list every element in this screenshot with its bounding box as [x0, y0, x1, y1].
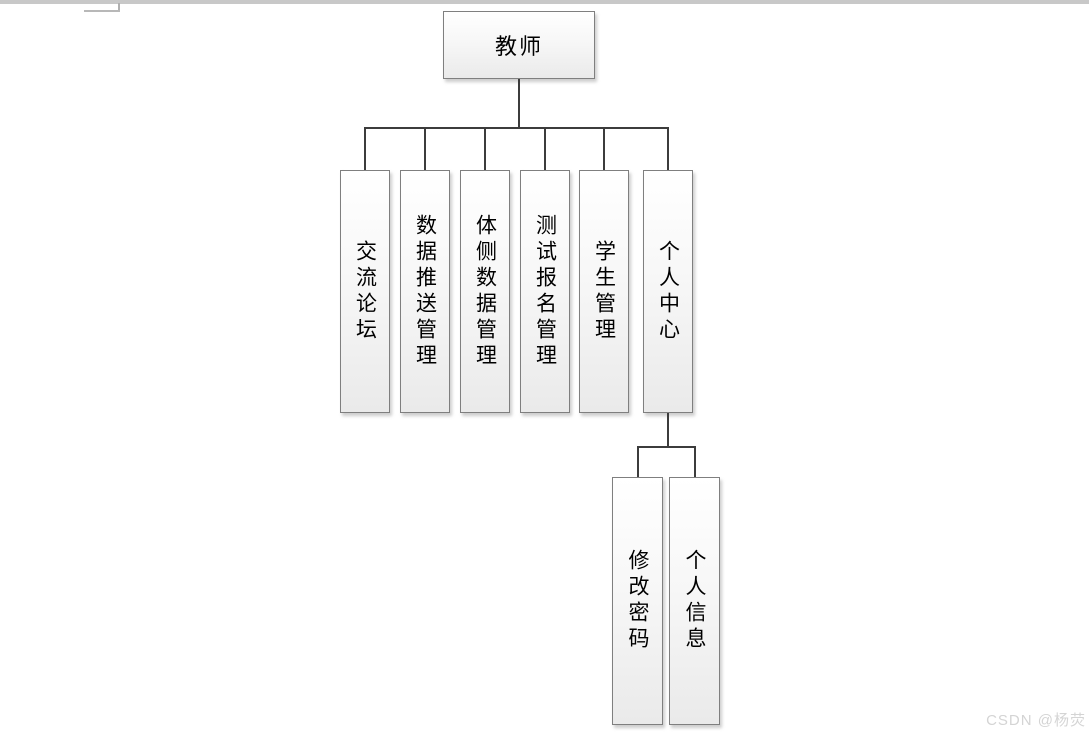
connector-stub-physical-data	[484, 127, 486, 170]
node-teacher: 教师	[443, 11, 595, 79]
connector-level2-rail	[637, 446, 696, 448]
node-student-management-label: 学生管理	[592, 239, 616, 344]
node-change-password-label: 修改密码	[626, 549, 649, 653]
connector-stub-personal-center	[667, 127, 669, 170]
connector-level1-rail	[364, 127, 669, 129]
connector-stub-data-push	[424, 127, 426, 170]
node-communication-forum-label: 交流论坛	[353, 239, 377, 344]
watermark: CSDN @杨荧	[986, 712, 1086, 729]
connector-personal-center-trunk	[667, 413, 669, 448]
node-test-registration-management: 测试报名管理	[520, 170, 570, 413]
node-personal-center: 个人中心	[643, 170, 693, 413]
node-physical-test-data-management: 体侧数据管理	[460, 170, 510, 413]
connector-stub-forum	[364, 127, 366, 170]
page-corner-mark-vertical	[118, 3, 120, 11]
node-teacher-label: 教师	[494, 34, 543, 59]
connector-stub-change-password	[637, 446, 639, 477]
connector-stub-personal-info	[694, 446, 696, 477]
node-student-management: 学生管理	[579, 170, 629, 413]
node-change-password: 修改密码	[612, 477, 663, 725]
page-top-edge	[0, 0, 1089, 4]
node-personal-center-label: 个人中心	[656, 239, 680, 344]
connector-stub-test-registration	[544, 127, 546, 170]
node-test-registration-management-label: 测试报名管理	[533, 213, 557, 370]
page-corner-mark-horizontal	[84, 10, 120, 12]
node-communication-forum: 交流论坛	[340, 170, 390, 413]
node-data-push-management: 数据推送管理	[400, 170, 450, 413]
node-personal-info-label: 个人信息	[683, 549, 706, 653]
node-physical-test-data-management-label: 体侧数据管理	[473, 213, 497, 370]
connector-root-trunk	[518, 79, 520, 129]
node-data-push-management-label: 数据推送管理	[413, 213, 437, 370]
connector-stub-student	[603, 127, 605, 170]
node-personal-info: 个人信息	[669, 477, 720, 725]
